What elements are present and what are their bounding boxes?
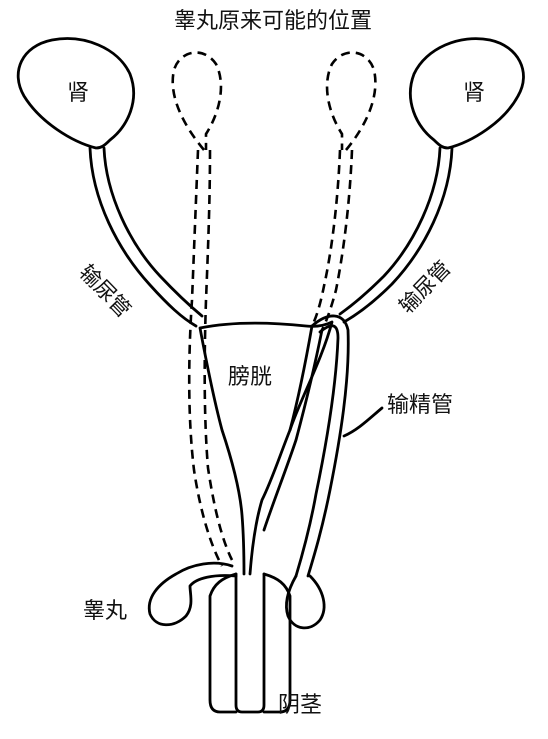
vas-deferens-outer — [306, 314, 350, 578]
descent-path-left-a — [187, 149, 224, 567]
testis-left-outline — [147, 561, 238, 627]
diagram-title: 睾丸原来可能的位置 — [174, 9, 372, 34]
penis-inner-right — [262, 572, 292, 714]
vas-deferens-inner — [294, 324, 340, 578]
ureter-right-line-inner — [338, 146, 442, 316]
ureter-right-label: 输尿管 — [394, 256, 455, 318]
ureter-right-line-outer — [342, 146, 454, 324]
ureter-left-label: 输尿管 — [75, 260, 136, 322]
penis-inner-left — [208, 572, 238, 714]
penis-label: 阴茎 — [278, 693, 322, 718]
testis-right-outline — [285, 574, 326, 630]
vas-deferens-label: 输精管 — [387, 393, 453, 418]
kidney-right-outline — [409, 37, 525, 150]
bladder-label: 膀胱 — [228, 365, 272, 390]
ureter-left-line-outer — [88, 146, 198, 328]
ureter-left-line-inner — [102, 146, 204, 318]
kidney-right-label: 肾 — [463, 81, 485, 106]
descent-path-left-b — [203, 149, 234, 561]
testis-label: 睾丸 — [83, 599, 127, 624]
kidney-left-label: 肾 — [67, 81, 89, 106]
testis-original-right-outline — [325, 51, 377, 151]
testis-original-left-outline — [171, 51, 223, 151]
kidney-left-outline — [16, 37, 135, 150]
urethra-shaft — [234, 572, 266, 714]
vas-deferens-to-urethra — [262, 324, 324, 532]
bladder-outline — [198, 320, 334, 576]
vas-deferens-pointer — [342, 406, 384, 438]
descent-path-right-a — [320, 149, 354, 331]
descent-path-right-b — [310, 149, 342, 327]
